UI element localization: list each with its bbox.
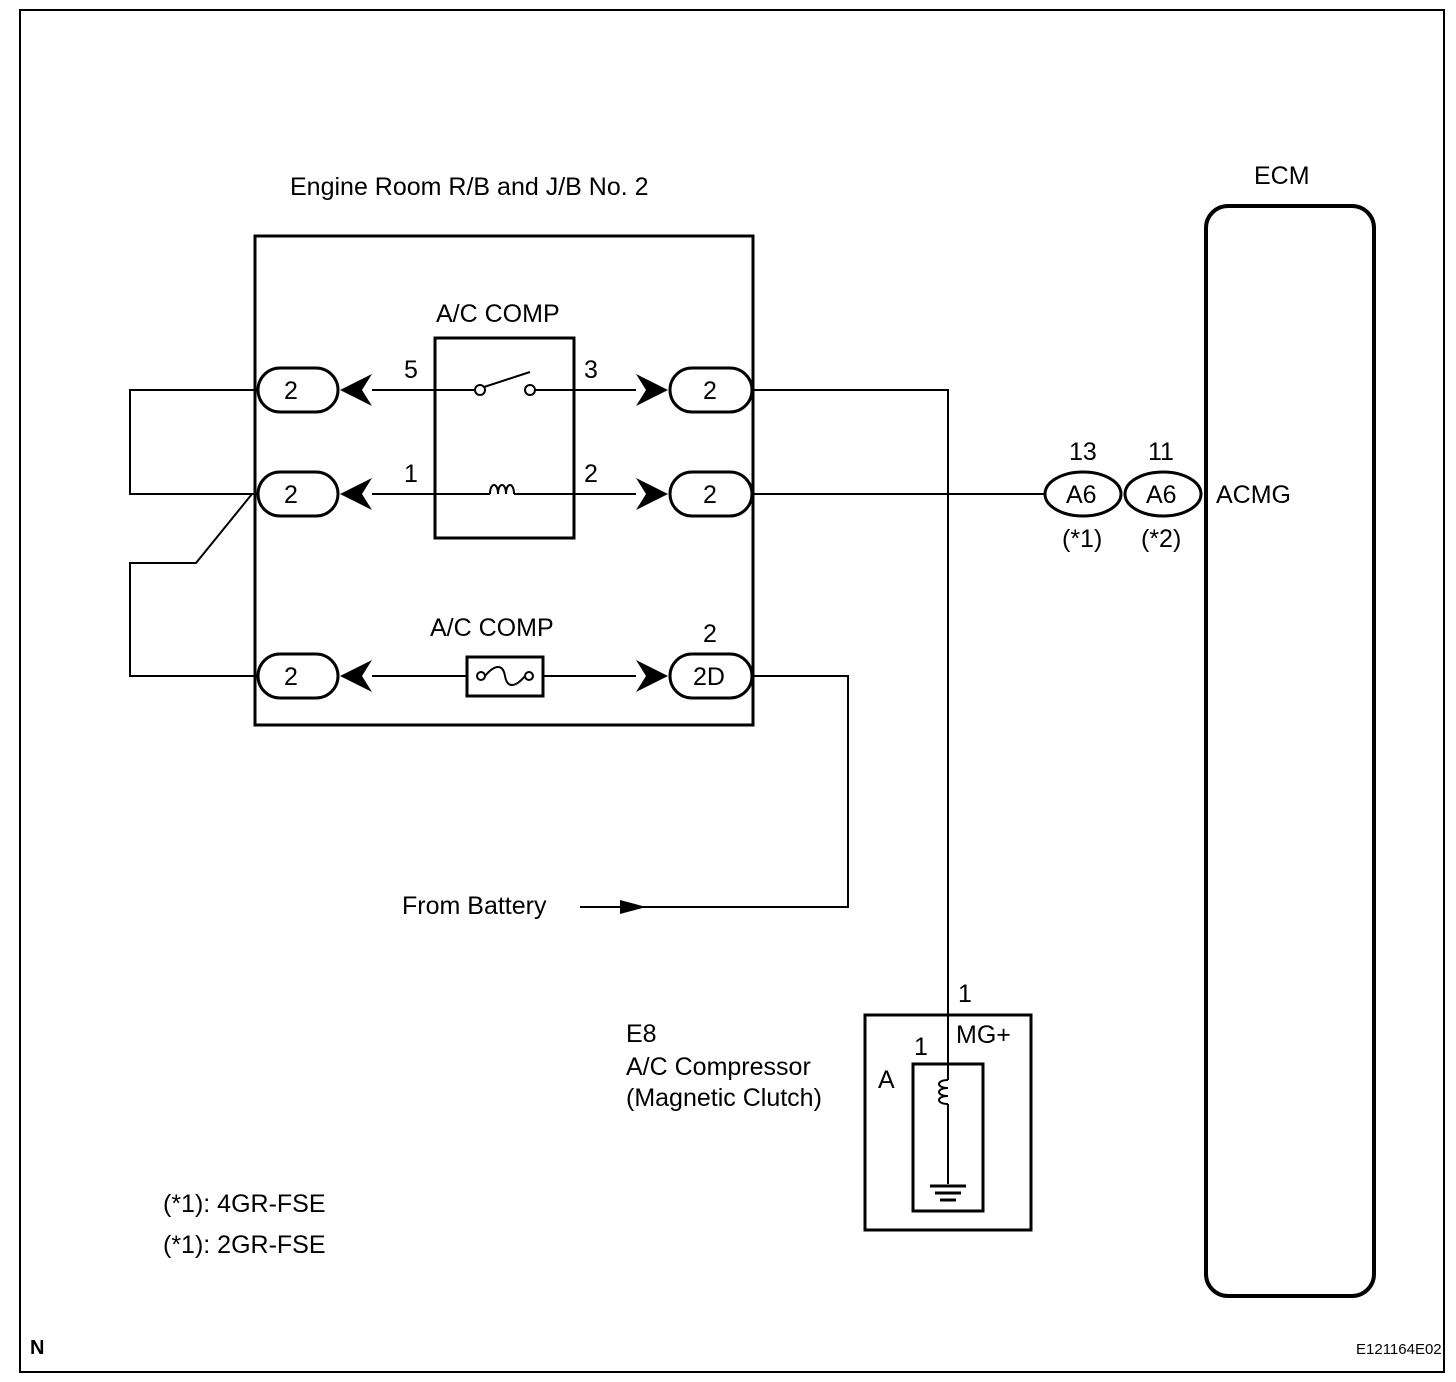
ecm-connector-a: 13 A6 (*1) (1043, 438, 1123, 553)
left-connector-1: 2 (256, 366, 372, 414)
svg-text:(*1): (*1) (1062, 525, 1102, 553)
relay-box-title: Engine Room R/B and J/B No. 2 (290, 173, 649, 201)
outer-frame (19, 9, 1445, 1373)
compressor-code: E8 (626, 1020, 657, 1048)
figure-id: E121164E02 (1356, 1341, 1442, 1358)
relay-pin-1: 1 (404, 460, 418, 488)
svg-text:2: 2 (703, 377, 717, 405)
ecm-title: ECM (1254, 162, 1310, 190)
svg-text:2D: 2D (693, 663, 725, 691)
right-connector-2: 2 (636, 470, 754, 518)
relay-component (433, 336, 576, 540)
jumper-wire-top (129, 389, 258, 495)
compressor-name: A/C Compressor (626, 1053, 811, 1081)
relay-pin-3: 3 (584, 356, 598, 384)
fuse-label: A/C COMP (430, 614, 554, 642)
switch-blade (483, 371, 531, 388)
relay-label: A/C COMP (436, 300, 560, 328)
svg-text:2: 2 (284, 663, 298, 691)
compressor-sub: (Magnetic Clutch) (626, 1084, 822, 1112)
compressor-connector: A (878, 1066, 895, 1094)
compressor-pin-outer: 1 (958, 980, 972, 1008)
ground-icon (930, 1184, 966, 1202)
relay-pin-2: 2 (584, 460, 598, 488)
compressor-pin-inner: 1 (914, 1033, 928, 1061)
left-connector-2: 2 (256, 470, 372, 518)
relay-coil-symbol (489, 484, 515, 495)
clutch-coil-symbol (938, 1079, 949, 1105)
left-connector-3: 2 (256, 652, 372, 700)
wire-battery (580, 675, 849, 908)
ecm-terminal: ACMG (1216, 481, 1291, 509)
svg-text:2: 2 (284, 481, 298, 509)
battery-label: From Battery (402, 892, 547, 920)
svg-text:(*2): (*2) (1141, 525, 1181, 553)
svg-text:13: 13 (1069, 438, 1097, 466)
svg-text:11: 11 (1148, 438, 1174, 466)
switch-contact-left (474, 384, 486, 396)
wire-to-compressor (752, 389, 949, 1015)
svg-text:A6: A6 (1146, 481, 1177, 509)
corner-mark: N (30, 1337, 44, 1359)
switch-contact-right (524, 384, 536, 396)
relay-pin-5: 5 (404, 356, 418, 384)
compressor-terminal: MG+ (956, 1021, 1011, 1049)
ecm-connector-b: 11 A6 (*2) (1123, 438, 1203, 553)
note-1: (*1): 4GR-FSE (163, 1190, 326, 1218)
ecm-box (1204, 204, 1376, 1298)
battery-arrow (620, 900, 646, 914)
right-connector-1: 2 (636, 366, 754, 414)
note-2: (*1): 2GR-FSE (163, 1231, 326, 1259)
fuse-pin: 2 (703, 620, 717, 648)
jumper-wire-bottom (129, 493, 258, 677)
svg-text:A6: A6 (1066, 481, 1097, 509)
relay-box (253, 234, 755, 727)
svg-text:2: 2 (703, 481, 717, 509)
right-connector-3: 2D (636, 652, 754, 700)
svg-text:2: 2 (284, 377, 298, 405)
